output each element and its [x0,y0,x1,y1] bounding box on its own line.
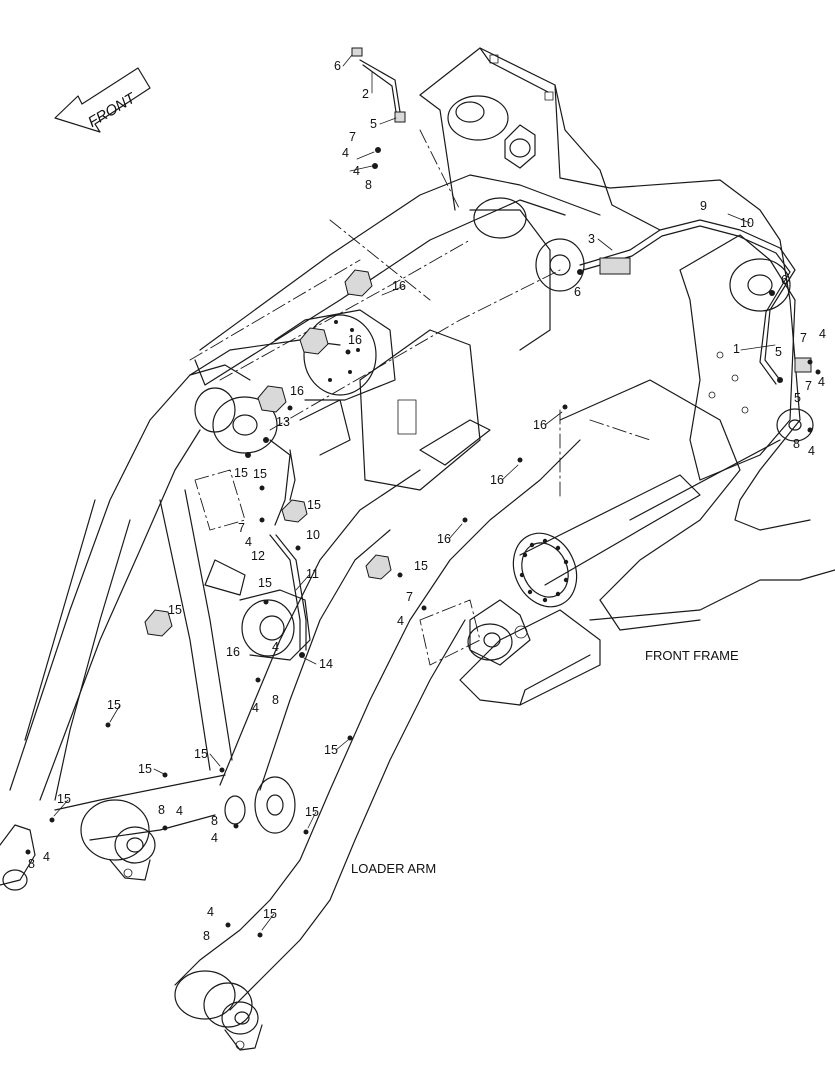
callout: 15 [414,559,428,573]
callout: 15 [107,698,121,712]
callout: 16 [348,333,362,347]
callout: 15 [258,576,272,590]
callout: 7 [800,331,807,345]
callout: 15 [263,907,277,921]
callout: 8 [365,178,372,192]
front-arrow-label: FRONT [85,89,140,131]
lift-cylinder [419,439,781,666]
callout: 15 [168,603,182,617]
tilt-linkage [189,309,396,661]
callout: 4 [819,327,826,341]
callout: 15 [305,805,319,819]
callout: 10 [306,528,320,542]
front-frame-label: FRONT FRAME [645,648,739,663]
callout: 4 [818,375,825,389]
callout: 4 [211,831,218,845]
callout: 1 [733,342,740,356]
loader-arm-left [0,364,251,891]
callout: 8 [211,814,218,828]
callout: 8 [158,803,165,817]
callout: 4 [176,804,183,818]
callout: 16 [290,384,304,398]
callout: 4 [353,164,360,178]
callout: 5 [794,391,801,405]
callout: 6 [334,59,341,73]
callout: 16 [437,532,451,546]
callout: 13 [276,415,290,429]
callout: 15 [324,743,338,757]
callout: 11 [306,567,319,581]
callout: 16 [490,473,504,487]
callout: 15 [234,466,248,480]
loader-arm-right [174,439,581,1051]
callout: 4 [342,146,349,160]
callout: 6 [574,285,581,299]
callout: 10 [740,216,754,230]
loader-arm-label: LOADER ARM [351,861,436,876]
callout: 4 [272,640,279,654]
callout: 12 [251,549,265,563]
callout: 4 [252,701,259,715]
callout: 8 [28,857,35,871]
callout: 16 [533,418,547,432]
callout: 16 [226,645,240,659]
leader-lines [53,54,776,931]
front-frame [194,47,835,706]
callout: 8 [272,693,279,707]
callout: 15 [194,747,208,761]
callout: 5 [775,345,782,359]
callout: 7 [805,379,812,393]
callout: 4 [245,535,252,549]
callout: 7 [349,130,356,144]
callout: 4 [43,850,50,864]
grease-fittings [25,47,821,938]
callout: 6 [781,273,788,287]
callout: 5 [370,117,377,131]
callout-numbers: 6 2 5 7 4 4 8 9 10 3 6 16 16 6 7 4 1 5 7… [28,59,826,943]
callout: 15 [307,498,321,512]
center-lines [189,129,651,501]
callout: 15 [57,792,71,806]
callout: 15 [138,762,152,776]
callout: 14 [319,657,333,671]
callout: 8 [793,437,800,451]
callout: 9 [700,199,707,213]
callout: 7 [406,590,413,604]
callout: 8 [203,929,210,943]
callout: 3 [588,232,595,246]
front-arrow-icon [54,67,151,133]
grease-hoses [269,59,796,651]
callout: 4 [808,444,815,458]
callout: 7 [238,521,245,535]
callout: 4 [397,614,404,628]
callout: 4 [207,905,214,919]
callout: 15 [253,467,267,481]
callout: 2 [362,87,369,101]
